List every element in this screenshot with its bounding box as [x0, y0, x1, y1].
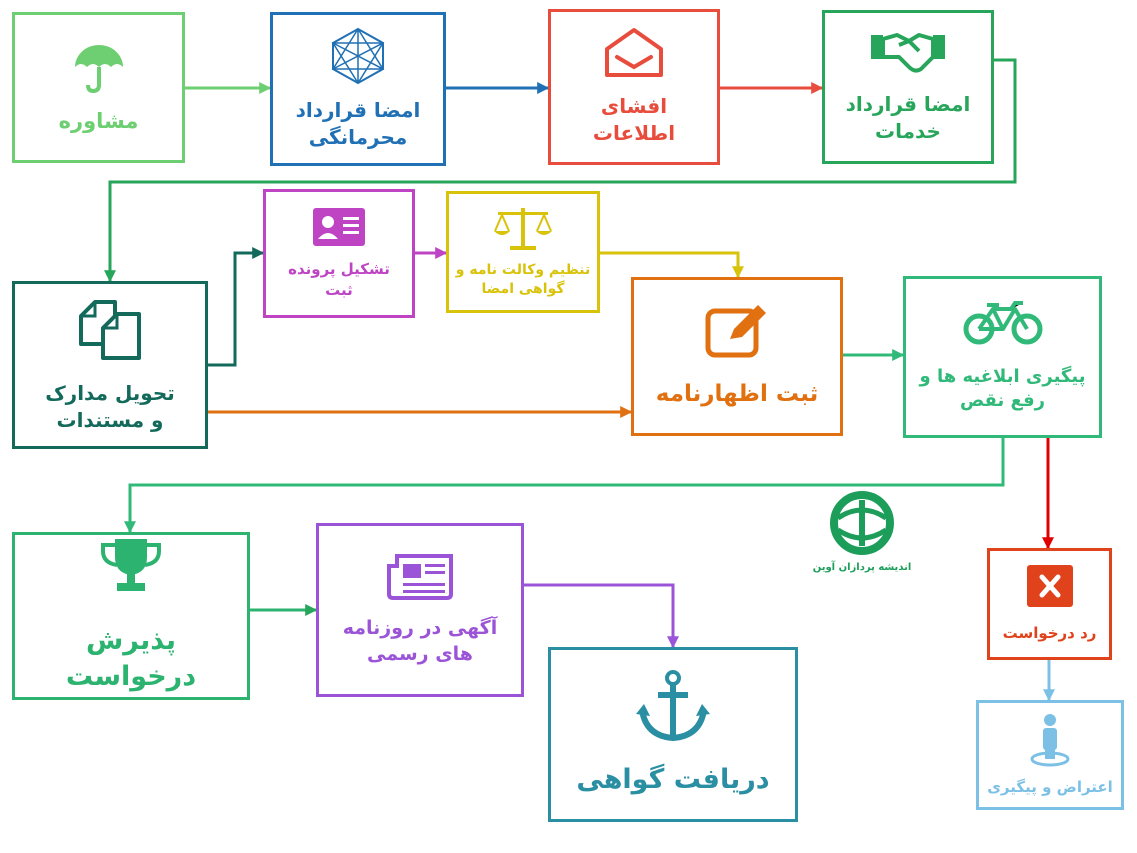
company-logo: اندیشه پردازان آوین: [812, 490, 912, 573]
step-receive-certificate: دریافت گواهی: [548, 647, 798, 822]
step-file-declaration: ثبت اظهارنامه: [631, 277, 843, 436]
step-label: ثبت اظهارنامه: [655, 380, 819, 407]
step-label: تشکیل پرونده ثبت: [288, 260, 390, 299]
step-label: مشاوره: [58, 109, 139, 134]
step-label: امضا قرارداد خدمات: [845, 92, 971, 143]
step-label: رد درخواست: [1002, 623, 1097, 642]
step-acceptance: پذیرش درخواست: [12, 532, 250, 700]
network-icon: [327, 27, 389, 89]
step-disclosure: افشای اطلاعات: [548, 9, 720, 165]
step-deliver-documents: تحویل مدارک و مستندات: [12, 281, 208, 449]
step-consultation: مشاوره: [12, 12, 185, 163]
step-label: امضا قرارداد محرمانگی: [295, 98, 421, 149]
scales-icon: [492, 205, 554, 255]
logo-text: اندیشه پردازان آوین: [812, 562, 912, 573]
id-card-icon: [312, 207, 366, 251]
x-icon: [1026, 564, 1073, 611]
step-label: پذیرش درخواست: [65, 624, 197, 692]
umbrella-icon: [71, 39, 127, 99]
step-power-of-attorney: تنظیم وکالت نامه و گواهی امضا: [446, 191, 600, 313]
step-label: دریافت گواهی: [576, 764, 770, 796]
step-registration-file: تشکیل پرونده ثبت: [263, 189, 415, 318]
step-nda: امضا قرارداد محرمانگی: [270, 12, 446, 166]
step-service-contract: امضا قرارداد خدمات: [822, 10, 994, 164]
step-gazette-notice: آگهی در روزنامه های رسمی: [316, 523, 524, 697]
step-label: تحویل مدارک و مستندات: [45, 381, 175, 432]
newspaper-icon: [387, 552, 453, 604]
documents-icon: [77, 296, 143, 366]
handshake-icon: [869, 29, 947, 77]
envelope-icon: [603, 27, 665, 83]
step-label: پیگیری ابلاغیه ها و رفع نقص: [919, 365, 1086, 411]
step-label: اعتراض و پیگیری: [987, 777, 1113, 796]
step-objection: اعتراض و پیگیری: [976, 700, 1124, 810]
anchor-icon: [636, 670, 710, 746]
step-label: تنظیم وکالت نامه و گواهی امضا: [455, 262, 591, 297]
edit-icon: [704, 303, 770, 363]
step-followup: پیگیری ابلاغیه ها و رفع نقص: [903, 276, 1102, 438]
step-rejection: رد درخواست: [987, 548, 1112, 660]
person-pin-icon: [1028, 713, 1072, 771]
globe-logo-icon: [830, 491, 894, 555]
trophy-icon: [99, 537, 163, 597]
step-label: آگهی در روزنامه های رسمی: [342, 617, 498, 665]
bicycle-icon: [963, 300, 1043, 351]
step-label: افشای اطلاعات: [592, 94, 676, 145]
